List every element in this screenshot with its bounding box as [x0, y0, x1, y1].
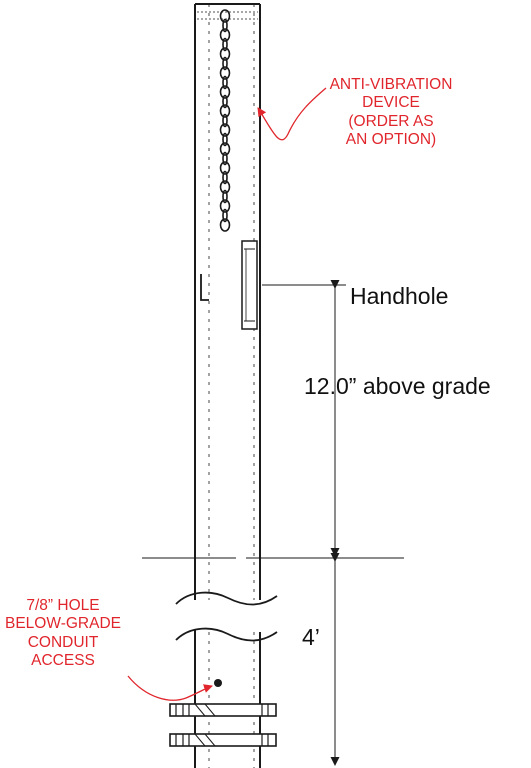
conduit-hole	[214, 679, 222, 687]
pole-shaft	[194, 4, 261, 600]
anti-vibration-line-3: (ORDER AS	[348, 112, 434, 130]
anti-vibration-line-4: AN OPTION)	[345, 130, 437, 148]
chain-link	[219, 123, 231, 137]
conduit-hole-line-2: BELOW-GRADE	[5, 615, 121, 633]
chain-link	[222, 132, 228, 147]
embedded-shaft	[194, 630, 261, 768]
chain-link	[222, 75, 228, 90]
chain-link	[219, 104, 231, 118]
chain-link	[219, 28, 231, 42]
chain-link	[222, 94, 228, 109]
chain-link	[219, 180, 231, 194]
anti-vibration-leader	[257, 87, 327, 141]
conduit-hole-callout: 7/8” HOLE BELOW-GRADE CONDUIT ACCESS	[0, 597, 126, 670]
chain-link	[222, 113, 228, 128]
chain-link	[222, 37, 228, 52]
chain-link	[219, 66, 231, 80]
handhole-frame	[241, 240, 258, 330]
anchor-plate-upper	[169, 703, 277, 717]
chain-link	[219, 199, 231, 213]
anti-vibration-chain	[219, 9, 231, 232]
conduit-hole-line-3: CONDUIT	[27, 633, 99, 651]
handhole-label: Handhole	[350, 283, 449, 309]
chain-link	[222, 208, 228, 223]
chain-link	[219, 9, 231, 23]
anti-vibration-callout: ANTI-VIBRATION DEVICE (ORDER AS AN OPTIO…	[316, 76, 466, 149]
conduit-hole-leader	[127, 675, 213, 701]
chain-link	[222, 189, 228, 204]
chain-link	[219, 161, 231, 175]
anti-vibration-line-1: ANTI-VIBRATION	[329, 76, 453, 93]
chain-link	[222, 56, 228, 71]
anchor-plate-lower	[169, 733, 277, 747]
chain-link	[219, 85, 231, 99]
ground-lug	[200, 274, 209, 301]
chain-link	[222, 151, 228, 166]
chain-link	[222, 170, 228, 185]
pole-top-cap	[195, 3, 260, 20]
chain-link	[219, 142, 231, 156]
break-lines	[175, 591, 278, 642]
dimension-above-grade	[262, 280, 346, 557]
anti-vibration-line-2: DEVICE	[362, 94, 420, 112]
chain-link	[219, 47, 231, 61]
chain-link	[219, 218, 231, 232]
chain-link	[222, 18, 228, 33]
above-grade-label: 12.0” above grade	[304, 373, 491, 399]
conduit-hole-line-1: 7/8” HOLE	[26, 597, 100, 614]
conduit-hole-line-4: ACCESS	[31, 651, 95, 669]
embed-depth-label: 4’	[302, 624, 320, 650]
